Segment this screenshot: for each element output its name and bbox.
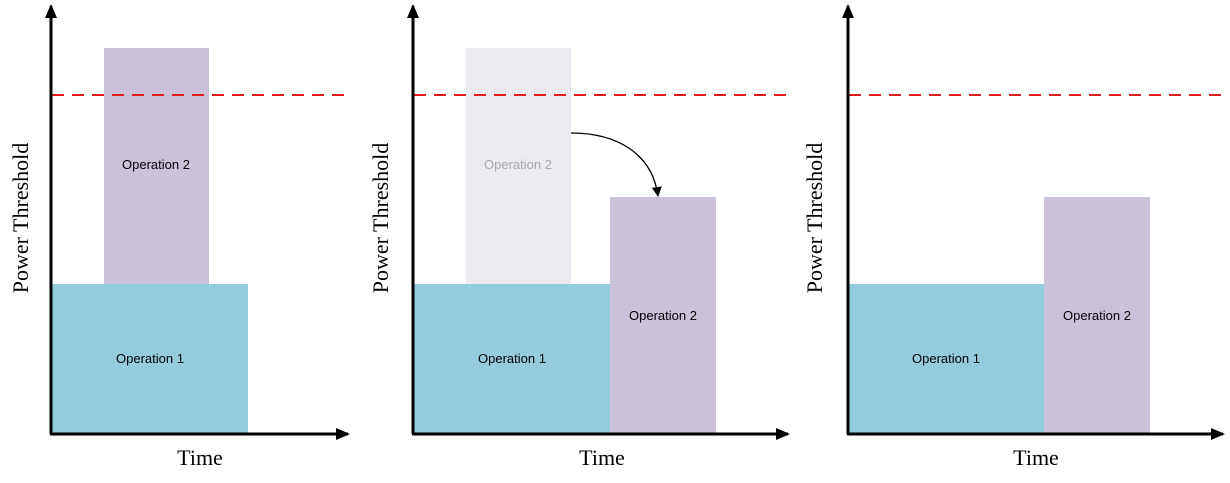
operation-1-label: Operation 1: [116, 351, 184, 366]
operation-2-original-block: [466, 48, 571, 284]
panel-2: Operation 2 Operation 1 Operation 2 Powe…: [368, 4, 790, 470]
y-axis-title: Power Threshold: [802, 143, 827, 294]
panel-3: Operation 1 Operation 2 Power Threshold …: [802, 4, 1225, 470]
operation-2-label: Operation 2: [122, 157, 190, 172]
operation-1-block: [414, 284, 610, 433]
operation-1-label: Operation 1: [912, 351, 980, 366]
operation-2-block: [610, 197, 716, 433]
curved-arrow-icon: [570, 132, 662, 197]
operation-2-label: Operation 2: [629, 308, 697, 323]
y-axis-title: Power Threshold: [368, 143, 393, 294]
x-axis-title: Time: [579, 445, 625, 470]
operation-2-block: [104, 48, 209, 284]
operation-1-block: [849, 284, 1044, 433]
operation-2-block: [1044, 197, 1150, 433]
panel-1: Operation 2 Operation 1 Power Threshold …: [8, 4, 350, 470]
operation-1-label: Operation 1: [478, 351, 546, 366]
x-axis-title: Time: [177, 445, 223, 470]
y-axis-title: Power Threshold: [8, 143, 33, 294]
operation-2-original-label: Operation 2: [484, 157, 552, 172]
operation-1-block: [52, 284, 248, 433]
x-axis-title: Time: [1013, 445, 1059, 470]
operation-2-label: Operation 2: [1063, 308, 1131, 323]
